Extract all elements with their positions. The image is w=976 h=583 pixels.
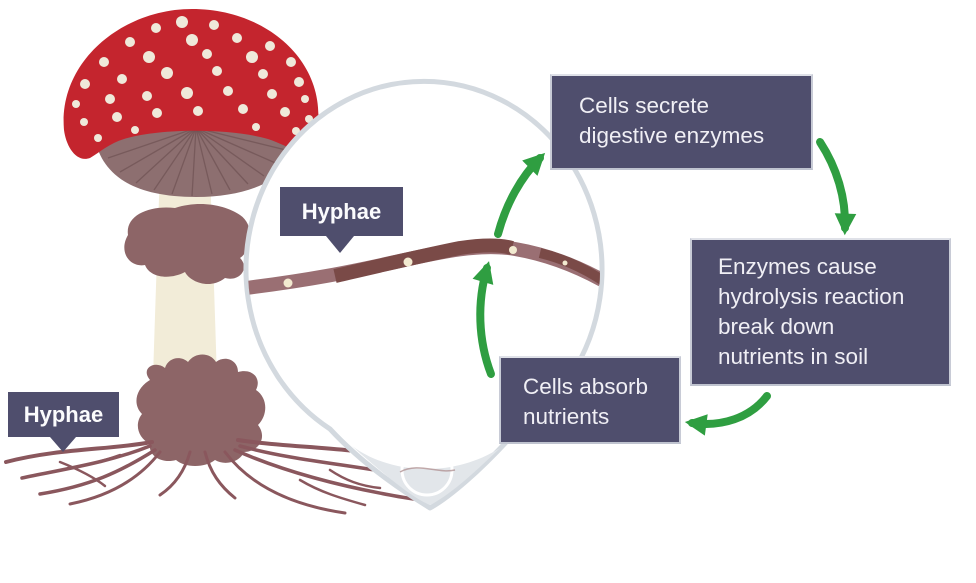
arrow-hypha-to-secrete-icon bbox=[494, 152, 546, 238]
focused-hypha-strand bbox=[399, 467, 456, 473]
label-hyphae-soil: Hyphae bbox=[8, 392, 119, 452]
cap-spots bbox=[72, 16, 313, 142]
mushroom-base bbox=[136, 354, 266, 466]
mushroom-illustration bbox=[63, 9, 319, 466]
mushroom-gills bbox=[95, 122, 302, 197]
label-tail-down-icon bbox=[326, 236, 354, 253]
magnifier-tail-shade bbox=[352, 446, 500, 505]
mushroom-cap bbox=[63, 9, 319, 159]
arrow-secrete-to-hydrolysis-icon bbox=[816, 138, 857, 236]
soil-hyphae bbox=[4, 438, 445, 515]
magnified-hypha bbox=[248, 238, 600, 295]
callout-enzymes-hydrolysis: Enzymes cause hydrolysis reaction break … bbox=[690, 238, 951, 386]
stem-ring bbox=[124, 204, 251, 285]
label-hyphae-soil-text: Hyphae bbox=[23, 401, 104, 427]
arrow-absorb-to-hypha-icon bbox=[472, 261, 495, 378]
callout-cells-secrete: Cells secrete digestive enzymes bbox=[550, 74, 813, 170]
callout-cells-absorb: Cells absorb nutrients bbox=[499, 356, 681, 444]
label-hyphae-magnified: Hyphae bbox=[280, 187, 403, 253]
label-tail-down-icon bbox=[50, 437, 76, 452]
arrow-hydrolysis-to-absorb-icon bbox=[684, 392, 771, 436]
label-hyphae-magnified-text: Hyphae bbox=[301, 198, 382, 224]
magnifier-balloon-icon bbox=[243, 78, 605, 511]
process-arrows bbox=[472, 138, 857, 436]
